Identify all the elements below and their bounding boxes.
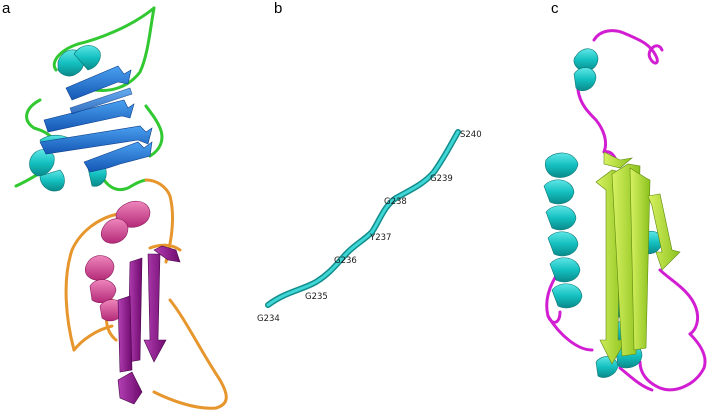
residue-labels: G234 G235 G236 Y237 G238 G239 S240 bbox=[257, 130, 482, 324]
panel-a-letter: a bbox=[2, 0, 11, 17]
residue-label: G238 bbox=[384, 197, 407, 207]
residue-label: G235 bbox=[305, 292, 328, 302]
residue-label: G236 bbox=[334, 256, 357, 266]
panel-a-upper-loops bbox=[14, 6, 164, 192]
peptide-highlight bbox=[266, 130, 460, 307]
peptide-backbone bbox=[265, 129, 461, 308]
panel-c-loops bbox=[545, 29, 707, 392]
panel-a-upper-strands bbox=[39, 65, 153, 173]
panel-c: c bbox=[543, 0, 707, 392]
residue-label: S240 bbox=[460, 130, 482, 140]
panel-a-lower-strands bbox=[117, 245, 181, 405]
panel-c-letter: c bbox=[551, 0, 559, 17]
panel-c-strands bbox=[595, 151, 681, 365]
panel-b-letter: b bbox=[274, 0, 282, 17]
panel-b: b G234 G235 G236 Y237 G238 G239 S240 bbox=[257, 0, 482, 324]
residue-label: G234 bbox=[257, 314, 280, 324]
panel-a-lower-loops bbox=[64, 178, 228, 410]
residue-label: Y237 bbox=[369, 233, 391, 243]
panel-a: a bbox=[2, 0, 228, 410]
residue-label: G239 bbox=[430, 174, 453, 184]
